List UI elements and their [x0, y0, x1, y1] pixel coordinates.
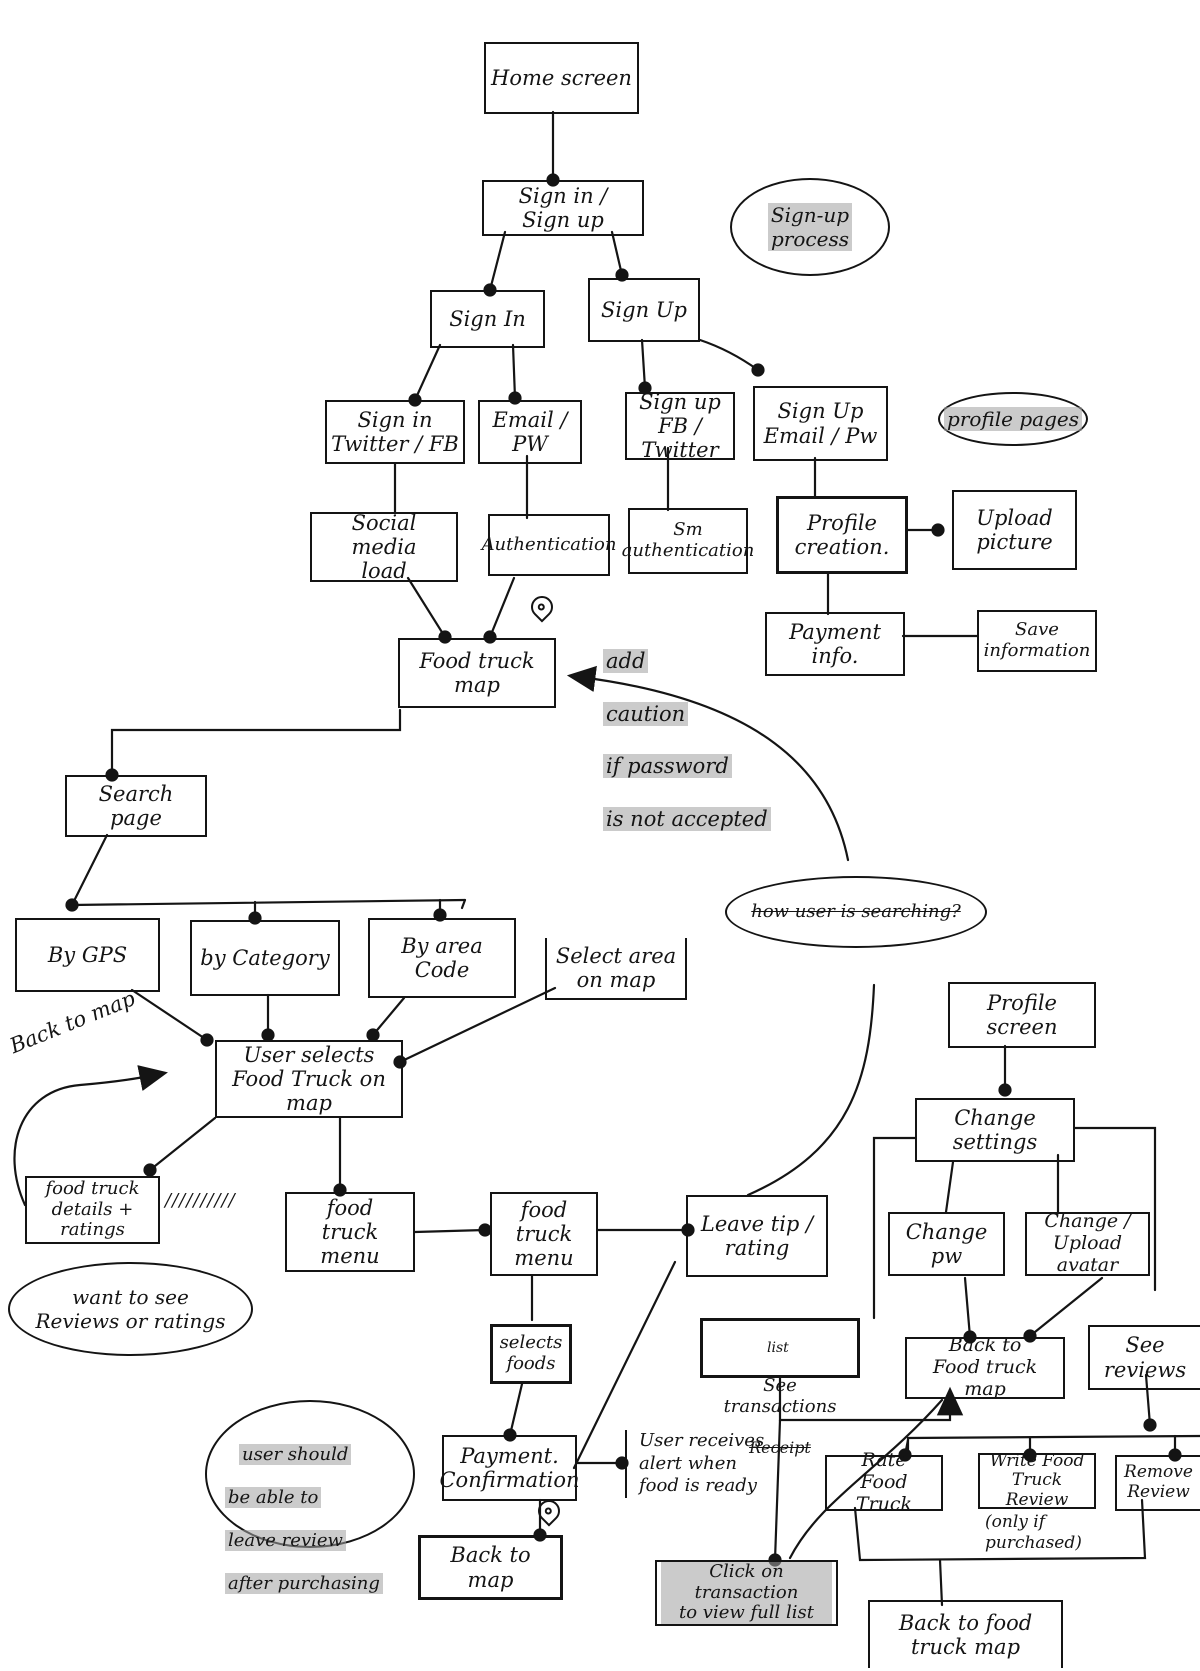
write-food-truck-review-box[interactable]: Write Food Truck Review — [978, 1451, 1096, 1510]
back-to-map-box[interactable]: Back to map — [418, 1535, 563, 1600]
user-should-line-1: user should — [239, 1443, 352, 1465]
search-page-box[interactable]: Search page — [65, 775, 207, 837]
how-user-searching-note: how user is searching? — [725, 876, 987, 948]
add-caution-line-2: caution — [603, 701, 689, 726]
see-transactions-label: See transactions — [723, 1375, 837, 1418]
how-user-searching-text: how user is searching? — [751, 901, 961, 923]
upload-picture-box[interactable]: Upload picture — [952, 490, 1077, 570]
payment-confirmation-box[interactable]: Payment. Confirmation — [439, 1435, 580, 1501]
user-should-line-2: be able to — [225, 1486, 322, 1508]
authentication-box[interactable]: Authentication — [482, 514, 616, 576]
by-area-code-box[interactable]: By area Code — [368, 918, 516, 998]
see-transactions-struck: Receipt — [749, 1437, 811, 1457]
user-should-leave-review-note: user should be able to leave review afte… — [205, 1400, 415, 1595]
profile-pages-text: profile pages — [944, 407, 1082, 431]
selects-foods-box[interactable]: selects foods — [490, 1324, 572, 1384]
sign-up-box[interactable]: Sign Up — [588, 278, 700, 342]
change-pw-box[interactable]: Change pw — [888, 1212, 1005, 1276]
food-truck-menu-box-2[interactable]: food truck menu — [490, 1192, 598, 1276]
user-should-line-3: leave review — [225, 1529, 346, 1551]
sign-up-fb-twitter-box[interactable]: Sign up FB / Twitter — [625, 390, 735, 462]
profile-pages-note: profile pages — [938, 392, 1088, 446]
user-receives-alert-note: User receives alert when food is ready — [625, 1430, 764, 1498]
remove-review-box[interactable]: Remove Review — [1115, 1455, 1200, 1511]
see-transactions-box[interactable]: list See transactions Receipt — [700, 1318, 860, 1456]
back-to-food-truck-map-box-1[interactable]: Back to Food truck map — [905, 1334, 1065, 1400]
add-caution-line-1: add — [603, 649, 649, 674]
food-truck-map-box[interactable]: Food truck map — [398, 638, 556, 708]
profile-screen-box[interactable]: Profile screen — [948, 982, 1096, 1048]
payment-info-box[interactable]: Payment info. — [765, 612, 905, 676]
want-to-see-reviews-note: want to see Reviews or ratings — [8, 1262, 253, 1356]
add-caution-line-3: if password — [603, 754, 732, 779]
click-on-transaction-box[interactable]: Click on transaction to view full list — [655, 1560, 838, 1626]
user-should-line-4: after purchasing — [225, 1573, 383, 1595]
social-media-load-box[interactable]: Social media load — [310, 511, 458, 583]
rate-food-truck-box[interactable]: Rate Food Truck — [825, 1449, 943, 1515]
hatch-marks: ////////// — [165, 1190, 236, 1211]
change-settings-box[interactable]: Change settings — [915, 1098, 1075, 1162]
sign-up-email-pw-box[interactable]: Sign Up Email / Pw — [753, 386, 888, 461]
sign-up-process-text: Sign-up process — [767, 203, 853, 251]
sign-up-process-note: Sign-up process — [730, 178, 890, 276]
back-to-food-truck-map-box-2[interactable]: Back to food truck map — [868, 1600, 1063, 1668]
sm-authentication-box[interactable]: Sm authentication — [622, 508, 754, 574]
email-pw-box[interactable]: Email / PW — [478, 400, 582, 464]
click-on-transaction-text: Click on transaction to view full list — [661, 1561, 832, 1625]
add-caution-note: add caution if password is not accepted — [603, 622, 771, 832]
profile-creation-box[interactable]: Profile creation. — [776, 496, 908, 574]
by-category-box[interactable]: by Category — [190, 920, 340, 996]
select-area-on-map-box[interactable]: Select area on map — [545, 938, 687, 1000]
see-reviews-box[interactable]: See reviews — [1088, 1325, 1200, 1390]
food-truck-details-ratings-box[interactable]: food truck details + ratings — [25, 1176, 160, 1244]
food-truck-menu-box-1[interactable]: food truck menu — [285, 1192, 415, 1272]
home-screen-box[interactable]: Home screen — [484, 42, 639, 114]
add-caution-line-4: is not accepted — [603, 806, 771, 831]
leave-tip-rating-box[interactable]: Leave tip / rating — [686, 1195, 828, 1277]
by-gps-box[interactable]: By GPS — [15, 918, 160, 992]
sign-in-box[interactable]: Sign In — [430, 290, 545, 348]
user-selects-food-truck-box[interactable]: User selects Food Truck on map — [215, 1040, 403, 1118]
only-if-purchased-note: (only if purchased) — [985, 1512, 1082, 1554]
sign-in-twitter-fb-box[interactable]: Sign in Twitter / FB — [325, 400, 465, 464]
save-information-box[interactable]: Save information — [977, 610, 1097, 672]
change-upload-avatar-box[interactable]: Change / Upload avatar — [1025, 1210, 1150, 1276]
sign-in-sign-up-box[interactable]: Sign in / Sign up — [482, 180, 644, 236]
see-transactions-insert: list — [767, 1339, 789, 1356]
